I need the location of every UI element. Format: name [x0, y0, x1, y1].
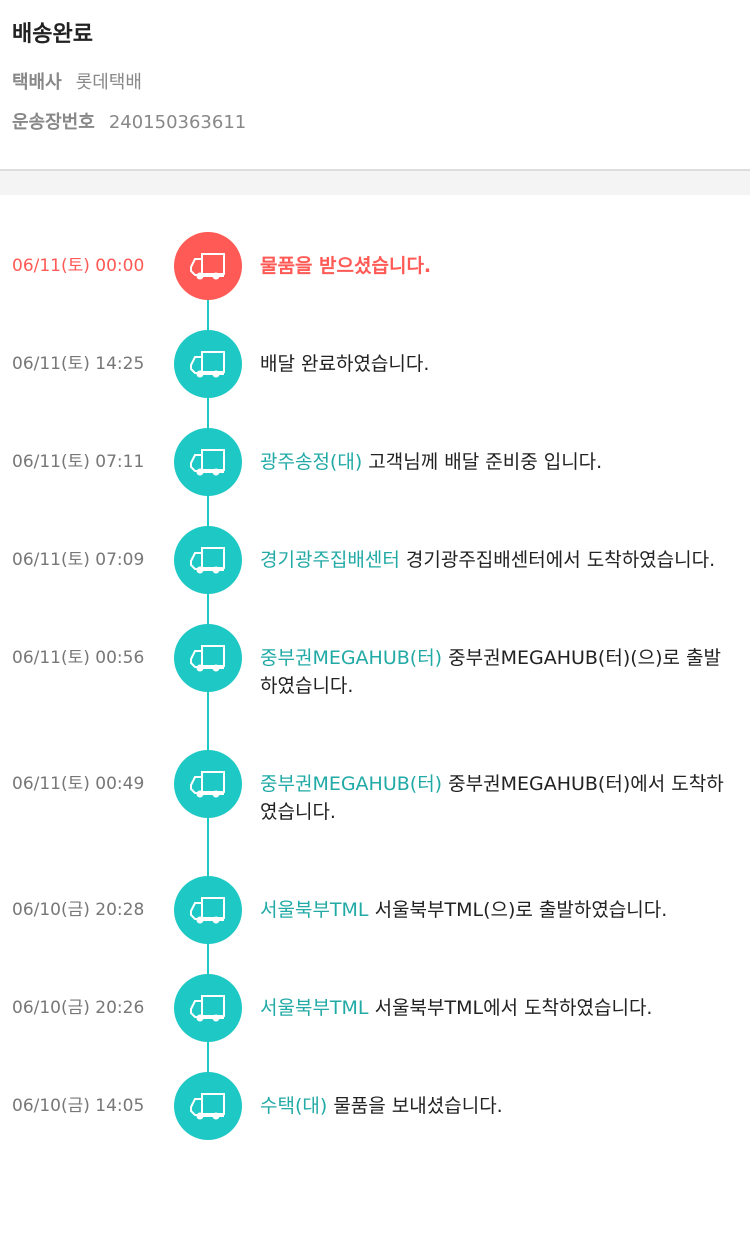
timeline-event: 06/10(금) 14:05 수택(대) 물품을 보내셨습니다. [0, 1072, 750, 1170]
section-divider [0, 171, 750, 195]
event-text: 수택(대) 물품을 보내셨습니다. [260, 1092, 730, 1120]
timeline-event: 06/10(금) 20:26 서울북부TML 서울북부TML에서 도착하였습니다… [0, 974, 750, 1072]
event-text: 중부권MEGAHUB(터) 중부권MEGAHUB(터)(으)로 출발하였습니다. [260, 644, 730, 720]
event-time: 06/11(토) 07:09 [12, 550, 145, 570]
tracking-number: 240150363611 [108, 112, 247, 133]
event-location: 광주송정(대) [260, 451, 363, 473]
event-time: 06/11(토) 07:11 [12, 452, 145, 472]
event-time: 06/10(금) 20:26 [12, 998, 145, 1018]
truck-icon [174, 624, 242, 692]
courier-row: 택배사 롯데택배 [12, 68, 142, 94]
delivery-header: 배송완료 택배사 롯데택배 운송장번호 240150363611 [0, 0, 750, 171]
event-text: 경기광주집배센터 경기광주집배센터에서 도착하였습니다. [260, 546, 730, 594]
event-message: 중부권MEGAHUB(터)에서 도착하였습니다. [260, 773, 724, 823]
truck-icon [174, 526, 242, 594]
event-message: 물품을 받으셨습니다. [260, 255, 432, 277]
event-message: 서울북부TML에서 도착하였습니다. [374, 997, 653, 1019]
timeline-event: 06/11(토) 00:49 중부권MEGAHUB(터) 중부권MEGAHUB(… [0, 750, 750, 876]
truck-icon [174, 876, 242, 944]
truck-icon [174, 428, 242, 496]
timeline-event: 06/11(토) 07:11 광주송정(대) 고객님께 배달 준비중 입니다. [0, 428, 750, 526]
timeline-event: 06/10(금) 20:28 서울북부TML 서울북부TML(으)로 출발하였습… [0, 876, 750, 974]
delivery-status-title: 배송완료 [12, 22, 93, 47]
courier-label: 택배사 [12, 72, 62, 93]
tracking-label: 운송장번호 [12, 112, 95, 133]
timeline-event: 06/11(토) 14:25 배달 완료하였습니다. [0, 330, 750, 428]
event-text: 배달 완료하였습니다. [260, 350, 730, 378]
truck-icon [174, 232, 242, 300]
event-text: 서울북부TML 서울북부TML(으)로 출발하였습니다. [260, 896, 730, 944]
truck-icon [174, 1072, 242, 1140]
truck-icon [174, 974, 242, 1042]
truck-icon [174, 330, 242, 398]
event-location: 서울북부TML [260, 997, 369, 1019]
event-message: 서울북부TML(으)로 출발하였습니다. [374, 899, 668, 921]
event-location: 중부권MEGAHUB(터) [260, 773, 443, 795]
event-location: 중부권MEGAHUB(터) [260, 647, 443, 669]
event-time: 06/11(토) 00:56 [12, 648, 145, 668]
courier-value: 롯데택배 [75, 72, 142, 93]
event-text: 광주송정(대) 고객님께 배달 준비중 입니다. [260, 448, 730, 476]
timeline-event: 06/11(토) 00:56 중부권MEGAHUB(터) 중부권MEGAHUB(… [0, 624, 750, 750]
event-text: 물품을 받으셨습니다. [260, 252, 730, 280]
timeline-event: 06/11(토) 00:00 물품을 받으셨습니다. [0, 232, 750, 330]
event-location: 경기광주집배센터 [260, 549, 400, 571]
tracking-row: 운송장번호 240150363611 [12, 108, 246, 134]
event-message: 물품을 보내셨습니다. [333, 1095, 503, 1117]
event-time: 06/11(토) 00:00 [12, 256, 145, 276]
event-text: 중부권MEGAHUB(터) 중부권MEGAHUB(터)에서 도착하였습니다. [260, 770, 730, 846]
event-message: 경기광주집배센터에서 도착하였습니다. [405, 549, 716, 571]
event-time: 06/10(금) 14:05 [12, 1096, 145, 1116]
truck-icon [174, 750, 242, 818]
tracking-timeline: 06/11(토) 00:00 물품을 받으셨습니다.06/11(토) 14:25… [0, 195, 750, 1170]
event-message: 고객님께 배달 준비중 입니다. [368, 451, 603, 473]
event-time: 06/11(토) 14:25 [12, 354, 145, 374]
event-location: 서울북부TML [260, 899, 369, 921]
timeline-event: 06/11(토) 07:09 경기광주집배센터 경기광주집배센터에서 도착하였습… [0, 526, 750, 624]
event-location: 수택(대) [260, 1095, 328, 1117]
event-time: 06/11(토) 00:49 [12, 774, 145, 794]
event-message: 배달 완료하였습니다. [260, 353, 430, 375]
event-time: 06/10(금) 20:28 [12, 900, 145, 920]
event-text: 서울북부TML 서울북부TML에서 도착하였습니다. [260, 994, 730, 1042]
event-message: 중부권MEGAHUB(터)(으)로 출발하였습니다. [260, 647, 722, 697]
